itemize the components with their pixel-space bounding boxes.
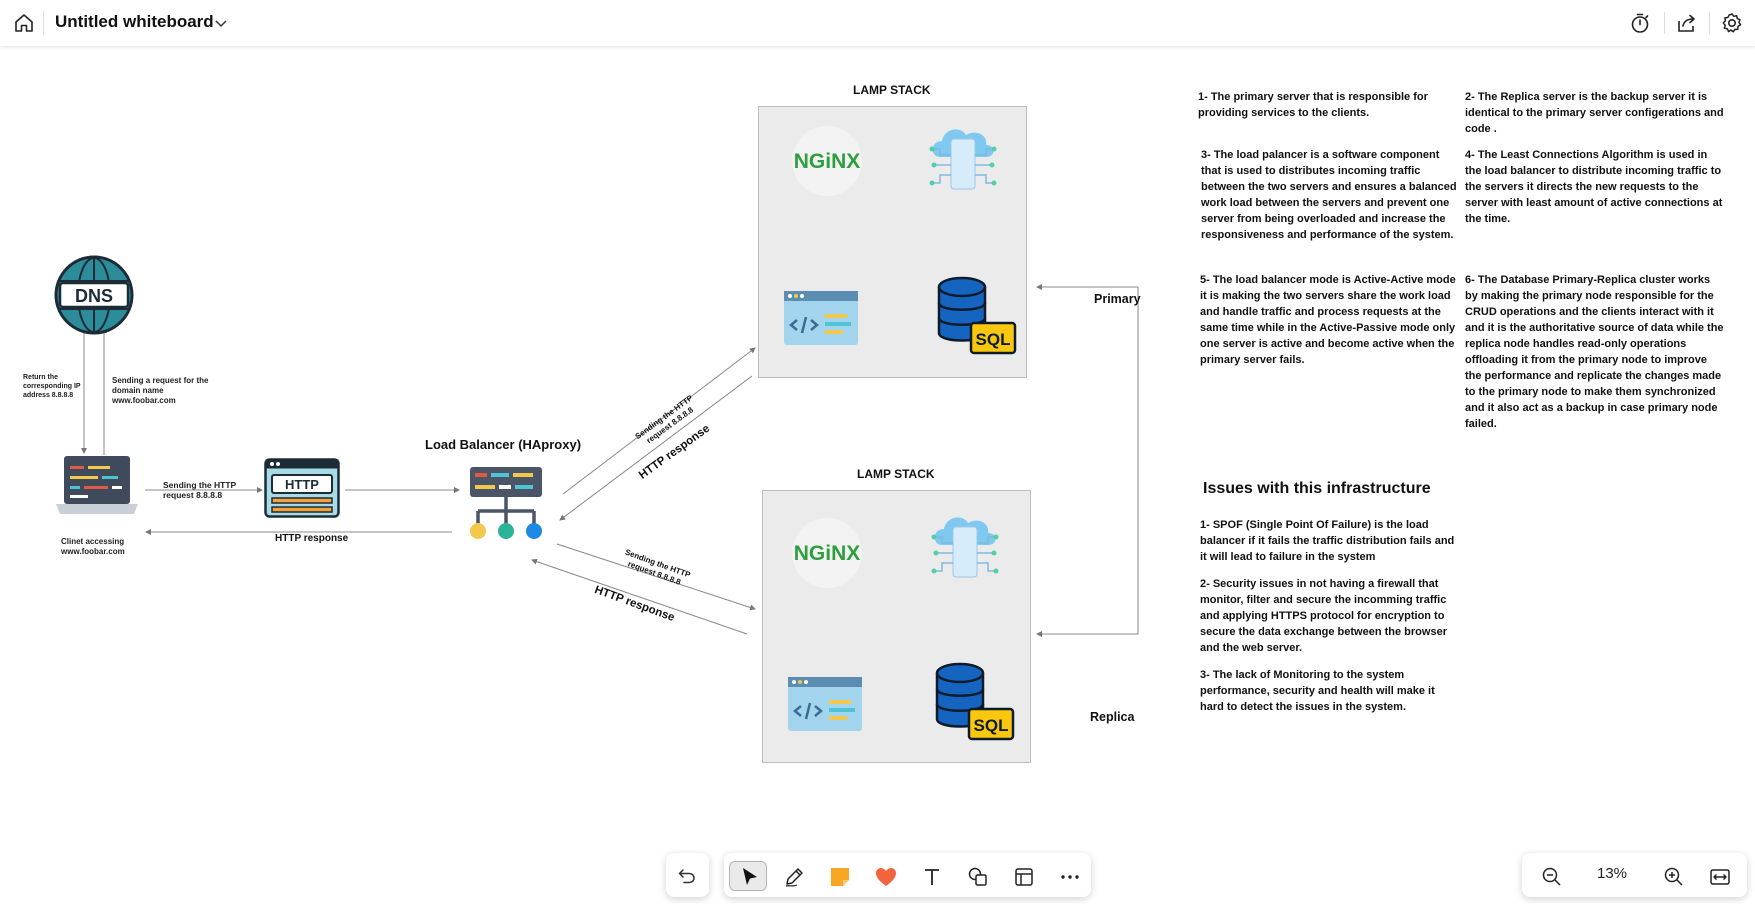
undo-icon bbox=[678, 869, 695, 884]
http-browser-icon: HTTP bbox=[264, 458, 340, 518]
whiteboard-canvas[interactable]: DNS Return the corresponding IP address … bbox=[0, 46, 1755, 904]
primary-label: Primary bbox=[1094, 292, 1141, 306]
lamp-stack-top: NGiNX bbox=[758, 106, 1027, 378]
home-icon[interactable] bbox=[12, 11, 36, 35]
text-tool-button[interactable] bbox=[916, 861, 946, 891]
shapes-tool-button[interactable] bbox=[962, 861, 992, 891]
fit-to-screen-icon bbox=[1710, 869, 1730, 885]
tools-toolbar bbox=[724, 853, 1091, 897]
lamp-stack-top-title: LAMP STACK bbox=[853, 83, 931, 97]
chevron-down-icon[interactable] bbox=[213, 15, 229, 31]
nginx-logo-icon: NGiNX bbox=[792, 518, 862, 588]
divider bbox=[1709, 12, 1710, 34]
code-window-icon bbox=[788, 677, 862, 731]
lamp-stack-bottom-title: LAMP STACK bbox=[857, 467, 935, 481]
replica-label: Replica bbox=[1090, 710, 1135, 724]
nginx-text: NGiNX bbox=[794, 542, 861, 565]
cloud-server-icon bbox=[931, 517, 999, 578]
templates-button[interactable] bbox=[1008, 861, 1038, 891]
sticky-note-button[interactable] bbox=[824, 861, 854, 891]
sql-database-icon: SQL bbox=[937, 276, 1017, 355]
select-icon bbox=[743, 868, 757, 885]
laptop-icon bbox=[56, 456, 138, 514]
nginx-text: NGiNX bbox=[794, 150, 861, 173]
issues-title: Issues with this infrastructure bbox=[1203, 480, 1431, 497]
note-6: 6- The Database Primary-Replica cluster … bbox=[1465, 274, 1724, 430]
timer-icon[interactable] bbox=[1628, 11, 1652, 35]
http-badge-label: HTTP bbox=[285, 477, 319, 492]
issue-2: 2- Security issues in not having a firew… bbox=[1200, 578, 1447, 654]
note-4: 4- The Least Connections Algorithm is us… bbox=[1465, 149, 1723, 225]
http-response-label: HTTP response bbox=[275, 533, 349, 544]
more-tools-button[interactable] bbox=[1054, 861, 1084, 891]
zoom-in-button[interactable] bbox=[1658, 861, 1688, 891]
sticky-note-icon bbox=[831, 868, 849, 886]
whiteboard-title[interactable]: Untitled whiteboard bbox=[55, 12, 214, 31]
client-label: Clinet accessing www.foobar.com bbox=[61, 537, 125, 556]
zoom-toolbar: 13% bbox=[1522, 853, 1747, 897]
zoom-level: 13% bbox=[1597, 865, 1628, 882]
code-window-icon bbox=[784, 291, 858, 345]
nginx-logo-icon: NGiNX bbox=[792, 126, 862, 196]
share-icon[interactable] bbox=[1675, 11, 1699, 35]
note-3: 3- The load palancer is a software compo… bbox=[1201, 149, 1457, 241]
fit-to-screen-button[interactable] bbox=[1704, 861, 1734, 891]
reaction-icon bbox=[876, 868, 896, 886]
note-2: 2- The Replica server is the backup serv… bbox=[1465, 91, 1724, 135]
divider bbox=[43, 11, 44, 35]
top-bar: Untitled whiteboard bbox=[0, 0, 1755, 46]
sql-database-icon: SQL bbox=[935, 662, 1015, 741]
sql-label: SQL bbox=[974, 716, 1009, 735]
dns-request-text: Sending a request for the domain name ww… bbox=[112, 376, 209, 405]
pen-tool-button[interactable] bbox=[778, 861, 808, 891]
dns-label: DNS bbox=[75, 286, 113, 306]
sql-label: SQL bbox=[976, 330, 1011, 349]
text-icon bbox=[925, 869, 939, 885]
load-balancer-title: Load Balancer (HAproxy) bbox=[425, 437, 582, 452]
issue-3: 3- The lack of Monitoring to the system … bbox=[1200, 669, 1435, 713]
settings-icon[interactable] bbox=[1720, 11, 1744, 35]
template-icon bbox=[1015, 868, 1033, 886]
return-ip-text: Return the corresponding IP address 8.8.… bbox=[23, 374, 81, 399]
lamp-stack-bottom: NGiNX bbox=[762, 490, 1031, 763]
issue-1: 1- SPOF (Single Point Of Failure) is the… bbox=[1200, 519, 1455, 563]
undo-toolbar bbox=[666, 853, 709, 897]
dns-globe-icon: DNS bbox=[54, 255, 134, 335]
zoom-in-icon bbox=[1664, 867, 1683, 886]
undo-button[interactable] bbox=[672, 861, 702, 891]
cloud-server-icon bbox=[929, 129, 997, 190]
select-tool-button[interactable] bbox=[729, 861, 767, 891]
send-http-label: Sending the HTTP request 8.8.8.8 bbox=[163, 480, 237, 500]
shapes-icon bbox=[968, 867, 987, 886]
zoom-out-icon bbox=[1542, 867, 1561, 886]
note-5: 5- The load balancer mode is Active-Acti… bbox=[1200, 274, 1456, 366]
reaction-button[interactable] bbox=[870, 861, 900, 891]
pen-icon bbox=[785, 868, 803, 887]
more-icon bbox=[1061, 875, 1079, 879]
zoom-out-button[interactable] bbox=[1536, 861, 1566, 891]
load-balancer-icon bbox=[470, 467, 542, 539]
note-1: 1- The primary server that is responsibl… bbox=[1198, 91, 1428, 119]
divider bbox=[1664, 12, 1665, 34]
